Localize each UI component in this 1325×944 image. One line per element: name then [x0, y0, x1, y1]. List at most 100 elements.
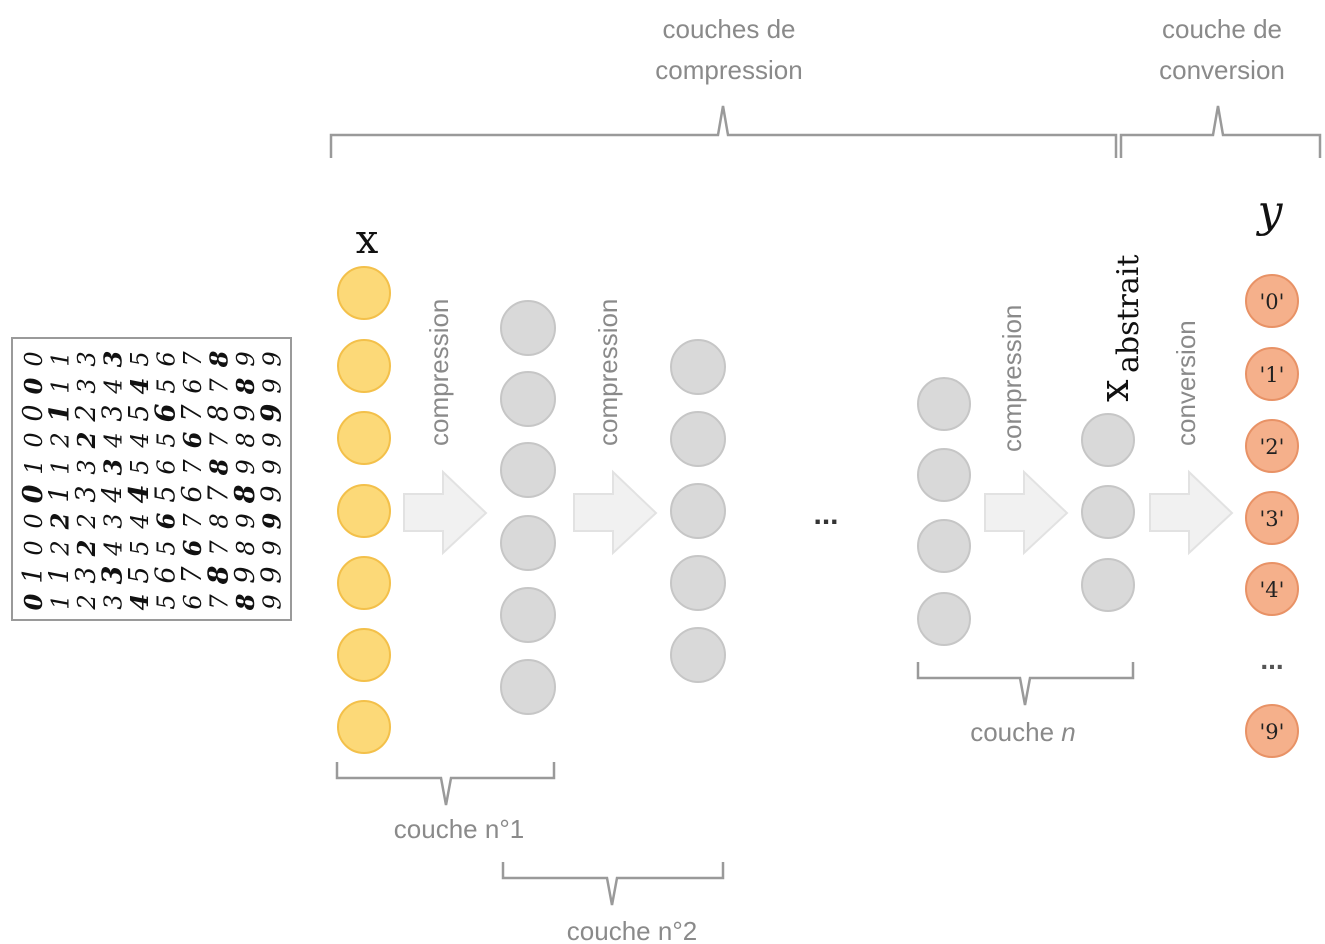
digit-glyph: 9 — [230, 404, 261, 421]
digit-glyph: 4 — [124, 485, 155, 504]
digit-glyph: 5 — [126, 459, 154, 474]
abstract-variable-x: x — [1092, 379, 1138, 402]
hidden1-node-5 — [500, 587, 556, 643]
output-node-label-3: '2' — [1260, 435, 1285, 459]
digit-glyph: 1 — [45, 566, 76, 583]
digit-glyph: 8 — [205, 458, 234, 476]
digit-glyph: 1 — [47, 459, 75, 474]
layer-2-label: couche n°2 — [567, 916, 697, 944]
input-node-1 — [337, 266, 391, 320]
digit-glyph: 3 — [73, 378, 101, 393]
digit-glyph: 4 — [98, 485, 129, 503]
digit-glyph: 5 — [126, 540, 154, 555]
digit-glyph: 9 — [232, 513, 260, 528]
digit-glyph: 1 — [47, 351, 75, 366]
layer-1-label: couche n°1 — [394, 814, 524, 844]
output-node-label-1: '0' — [1260, 290, 1285, 314]
layer-n-label: couche n — [970, 717, 1076, 747]
digit-glyph: 6 — [151, 403, 182, 422]
abstract-node-3 — [1081, 558, 1135, 612]
hidden1-node-6 — [500, 659, 556, 715]
digit-glyph: 6 — [151, 566, 182, 583]
hidden1-node-3 — [500, 442, 556, 498]
digit-glyph: 6 — [179, 594, 207, 609]
digit-glyph: 9 — [259, 432, 287, 447]
digit-glyph: 5 — [124, 566, 155, 583]
input-layer — [337, 266, 391, 754]
digit-glyph: 4 — [100, 432, 128, 448]
digit-glyph: 6 — [177, 485, 208, 502]
digit-glyph: 2 — [47, 432, 75, 448]
digit-glyph: 4 — [126, 432, 154, 448]
digit-glyph: 3 — [100, 594, 128, 609]
compression-arrow-1: compression — [403, 299, 488, 556]
digit-glyph: 3 — [98, 566, 129, 585]
digit-glyph: 4 — [126, 513, 154, 529]
digit-glyph: 9 — [258, 512, 287, 529]
digit-glyph: 7 — [206, 432, 234, 448]
digit-glyph: 2 — [72, 540, 101, 558]
output-node-6 — [1245, 704, 1299, 758]
output-node-label-6: '9' — [1260, 720, 1285, 744]
digit-glyph: 1 — [18, 566, 49, 583]
output-node-label-4: '3' — [1260, 507, 1285, 531]
output-ellipsis: ... — [1260, 644, 1283, 675]
digit-glyph: 5 — [153, 432, 181, 447]
compression-group-label-1: couches de — [663, 14, 796, 44]
digit-glyph: 1 — [47, 594, 75, 609]
digit-glyph: 2 — [72, 432, 101, 450]
digit-glyph: 0 — [18, 484, 49, 503]
abstract-variable-label: x abstrait — [1092, 255, 1146, 402]
output-layer: '0''1''2''3''4''9' — [1245, 274, 1299, 758]
digit-glyph: 9 — [259, 351, 287, 366]
digit-glyph: 7 — [204, 485, 235, 503]
hiddenn-node-3 — [917, 519, 971, 573]
digit-glyph: 7 — [177, 404, 208, 422]
digit-glyph: 7 — [179, 513, 207, 529]
hidden2-node-5 — [670, 627, 726, 683]
digit-glyph: 5 — [126, 351, 154, 366]
digit-glyph: 0 — [20, 513, 48, 528]
digit-glyph: 9 — [257, 485, 288, 502]
digit-glyph: 4 — [125, 594, 154, 611]
digit-glyph: 9 — [259, 378, 287, 393]
digit-glyph: 2 — [73, 513, 101, 529]
digit-glyph: 8 — [204, 404, 235, 421]
hidden2-node-4 — [670, 555, 726, 611]
output-node-label-2: '1' — [1260, 363, 1285, 387]
output-node-1 — [1245, 274, 1299, 328]
abstract-node-1 — [1081, 413, 1135, 467]
hidden1-node-4 — [500, 515, 556, 571]
digit-glyph: 8 — [206, 513, 234, 528]
digit-glyph: 7 — [179, 459, 207, 475]
digit-glyph: 5 — [153, 540, 181, 555]
digit-glyph: 3 — [73, 459, 101, 474]
digit-glyph: 5 — [153, 378, 181, 393]
digit-glyph: 0 — [20, 351, 48, 366]
compression-arrow-2-label: compression — [593, 299, 623, 446]
digit-glyph: 9 — [232, 351, 260, 366]
layer-n-label-text: couche — [970, 717, 1061, 747]
compression-arrow-1-label: compression — [424, 299, 454, 446]
output-node-4 — [1245, 491, 1299, 545]
input-node-3 — [337, 411, 391, 465]
conversion-group-label-1: couche de — [1162, 14, 1282, 44]
hiddenn-node-1 — [917, 377, 971, 431]
digit-glyph: 6 — [153, 351, 181, 366]
digits-frame — [11, 337, 292, 621]
hidden1-node-1 — [500, 300, 556, 356]
abstract-variable-subscript: abstrait — [1111, 255, 1146, 373]
digit-glyph: 9 — [257, 403, 288, 422]
digit-glyph: 0 — [20, 432, 48, 447]
digit-glyph: 0 — [19, 593, 48, 610]
digit-glyph: 9 — [259, 459, 287, 474]
digit-glyph: 8 — [205, 350, 234, 368]
digit-glyph: 1 — [47, 378, 75, 393]
input-node-6 — [337, 628, 391, 682]
layer-n-bracket — [916, 662, 1135, 706]
compression-group-label-2: compression — [655, 55, 802, 85]
conversion-group-label-2: conversion — [1159, 55, 1285, 85]
digit-glyph: 3 — [99, 459, 128, 476]
digit-glyph: 0 — [20, 540, 48, 555]
digit-glyph: 7 — [179, 351, 207, 367]
